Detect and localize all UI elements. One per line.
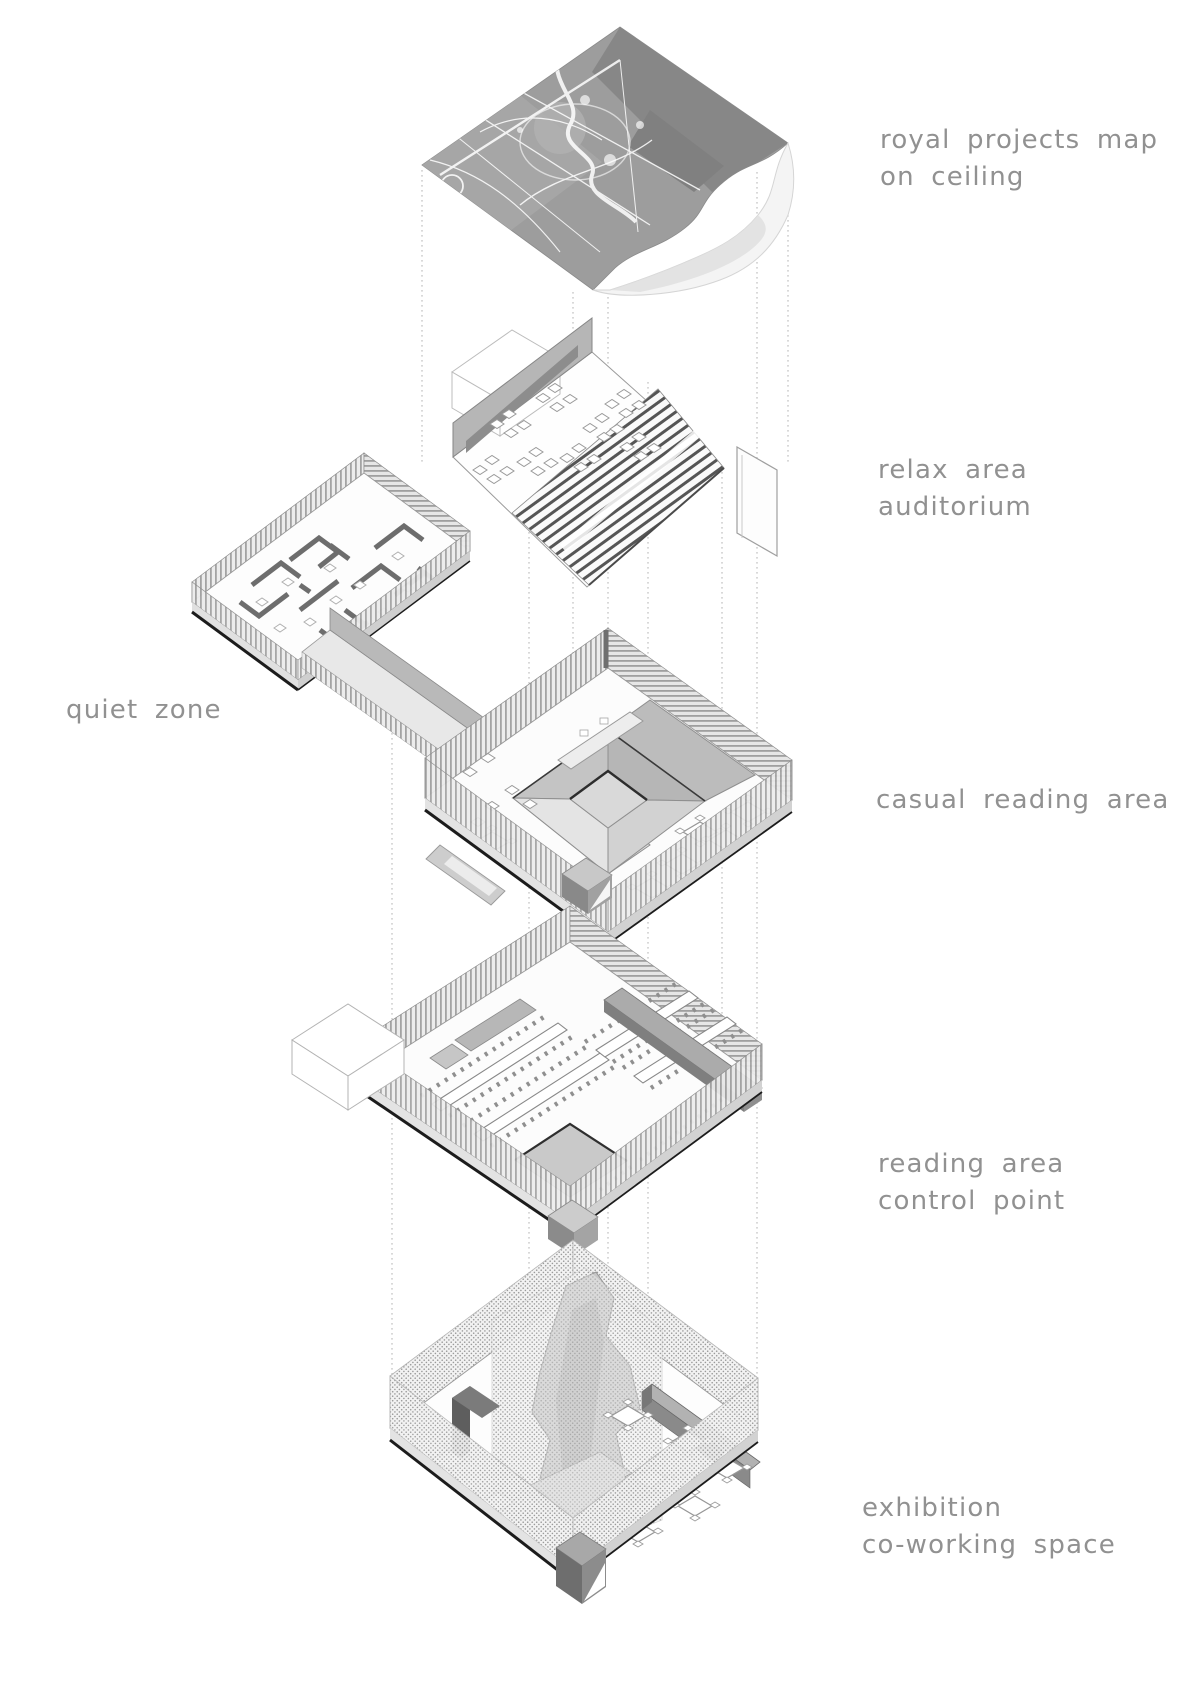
map-fabric-fold	[592, 141, 795, 296]
label-control-point: reading area control point	[878, 1149, 1066, 1216]
exhibition-layer	[389, 1239, 761, 1604]
label-exhibition: exhibition co-working space	[862, 1493, 1116, 1560]
exhibition-entry-cube	[555, 1531, 607, 1604]
control-entrance-box	[291, 1003, 405, 1111]
ceiling-map-layer	[421, 26, 795, 296]
label-auditorium: relax area auditorium	[878, 455, 1032, 522]
casual-south-stub	[561, 857, 613, 914]
casual-central-funnel	[511, 699, 756, 876]
casual-reading-layer	[424, 627, 793, 946]
label-casual-reading: casual reading area	[876, 785, 1170, 815]
control-shelf	[454, 998, 537, 1052]
control-point-layer	[291, 905, 763, 1256]
label-quiet-zone: quiet zone	[66, 695, 222, 725]
auditorium-glass-panel	[736, 445, 778, 558]
auditorium-stage-wall	[452, 316, 593, 459]
label-ceiling-map: royal projects map on ceiling	[880, 125, 1159, 192]
auditorium-layer	[451, 316, 778, 588]
casual-counter	[557, 711, 644, 770]
